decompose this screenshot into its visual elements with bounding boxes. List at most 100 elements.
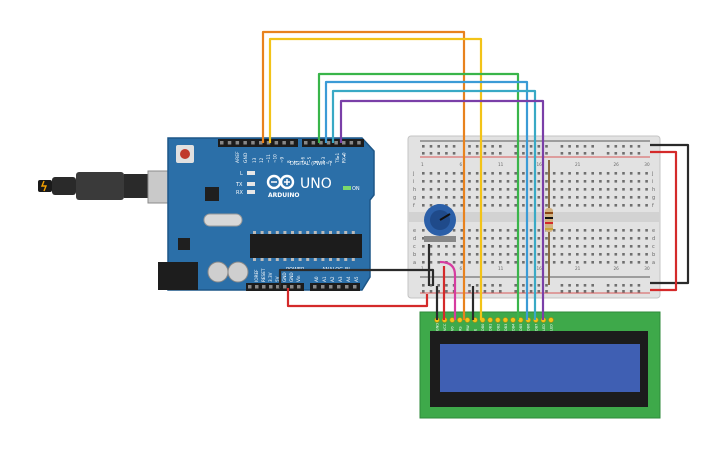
- header-pin-hole[interactable]: [290, 285, 294, 289]
- header-pin-hole[interactable]: [227, 141, 232, 145]
- rail-hole[interactable]: [629, 152, 633, 155]
- rail-hole[interactable]: [499, 290, 502, 293]
- breadboard-hole[interactable]: [606, 180, 610, 183]
- breadboard-hole[interactable]: [591, 188, 594, 191]
- breadboard-hole[interactable]: [637, 188, 641, 191]
- breadboard-hole[interactable]: [583, 245, 587, 248]
- breadboard-hole[interactable]: [552, 261, 556, 264]
- breadboard-hole[interactable]: [468, 253, 471, 256]
- breadboard-hole[interactable]: [568, 196, 571, 199]
- header-pin-hole[interactable]: [266, 141, 271, 145]
- rail-hole[interactable]: [422, 145, 425, 148]
- breadboard-hole[interactable]: [560, 196, 564, 199]
- breadboard-hole[interactable]: [583, 261, 587, 264]
- breadboard-hole[interactable]: [645, 188, 648, 191]
- breadboard-hole[interactable]: [576, 180, 579, 183]
- breadboard-hole[interactable]: [522, 180, 525, 183]
- breadboard-hole[interactable]: [552, 188, 556, 191]
- breadboard-hole[interactable]: [576, 204, 579, 207]
- breadboard-hole[interactable]: [475, 180, 479, 183]
- breadboard-hole[interactable]: [622, 229, 625, 232]
- breadboard-hole[interactable]: [452, 261, 456, 264]
- breadboard-hole[interactable]: [637, 245, 641, 248]
- breadboard-hole[interactable]: [506, 204, 510, 207]
- rail-hole[interactable]: [583, 145, 587, 148]
- breadboard-hole[interactable]: [645, 261, 648, 264]
- rail-hole[interactable]: [468, 284, 471, 287]
- breadboard-hole[interactable]: [475, 196, 479, 199]
- breadboard-hole[interactable]: [637, 229, 641, 232]
- rail-hole[interactable]: [545, 284, 548, 287]
- breadboard-hole[interactable]: [429, 188, 433, 191]
- breadboard-hole[interactable]: [445, 204, 448, 207]
- header-pin-hole[interactable]: [321, 285, 325, 289]
- rail-hole[interactable]: [437, 152, 440, 155]
- breadboard-hole[interactable]: [537, 196, 541, 199]
- breadboard-hole[interactable]: [583, 229, 587, 232]
- header-pin-hole[interactable]: [311, 141, 316, 145]
- breadboard-hole[interactable]: [491, 261, 494, 264]
- rail-hole[interactable]: [629, 284, 633, 287]
- rail-hole[interactable]: [622, 290, 625, 293]
- breadboard-hole[interactable]: [560, 204, 564, 207]
- rail-hole[interactable]: [568, 284, 571, 287]
- rail-hole[interactable]: [529, 290, 533, 293]
- rail-hole[interactable]: [429, 152, 433, 155]
- breadboard-hole[interactable]: [537, 204, 541, 207]
- breadboard-hole[interactable]: [645, 172, 648, 175]
- rail-hole[interactable]: [514, 290, 517, 293]
- breadboard-hole[interactable]: [614, 196, 618, 199]
- breadboard-hole[interactable]: [522, 188, 525, 191]
- lcd-pin[interactable]: [449, 317, 455, 323]
- breadboard-hole[interactable]: [637, 237, 641, 240]
- breadboard-hole[interactable]: [629, 253, 633, 256]
- breadboard-hole[interactable]: [537, 229, 541, 232]
- header-pin-hole[interactable]: [220, 141, 224, 145]
- breadboard-hole[interactable]: [475, 188, 479, 191]
- rail-hole[interactable]: [529, 152, 533, 155]
- breadboard-hole[interactable]: [552, 245, 556, 248]
- breadboard-hole[interactable]: [445, 196, 448, 199]
- potentiometer[interactable]: [424, 204, 456, 242]
- breadboard-hole[interactable]: [606, 196, 610, 199]
- rail-hole[interactable]: [537, 290, 541, 293]
- breadboard-hole[interactable]: [576, 196, 579, 199]
- breadboard-hole[interactable]: [629, 261, 633, 264]
- breadboard-hole[interactable]: [437, 253, 440, 256]
- header-pin-hole[interactable]: [345, 285, 349, 289]
- breadboard-hole[interactable]: [483, 261, 487, 264]
- breadboard-hole[interactable]: [583, 204, 587, 207]
- breadboard-hole[interactable]: [622, 245, 625, 248]
- breadboard-hole[interactable]: [522, 245, 525, 248]
- rail-hole[interactable]: [429, 290, 433, 293]
- header-pin-hole[interactable]: [283, 285, 287, 289]
- rail-hole[interactable]: [429, 145, 433, 148]
- breadboard-hole[interactable]: [460, 180, 464, 183]
- breadboard-hole[interactable]: [514, 237, 517, 240]
- rail-hole[interactable]: [429, 284, 433, 287]
- breadboard-hole[interactable]: [629, 204, 633, 207]
- breadboard-hole[interactable]: [576, 245, 579, 248]
- lcd-pin[interactable]: [548, 317, 554, 323]
- breadboard-hole[interactable]: [537, 261, 541, 264]
- breadboard-hole[interactable]: [514, 204, 517, 207]
- rail-hole[interactable]: [583, 290, 587, 293]
- breadboard-hole[interactable]: [483, 172, 487, 175]
- breadboard-hole[interactable]: [460, 172, 464, 175]
- rail-hole[interactable]: [514, 152, 517, 155]
- rail-hole[interactable]: [514, 284, 517, 287]
- breadboard-hole[interactable]: [637, 180, 641, 183]
- breadboard-hole[interactable]: [552, 180, 556, 183]
- breadboard-hole[interactable]: [437, 172, 440, 175]
- breadboard-hole[interactable]: [629, 172, 633, 175]
- rail-hole[interactable]: [622, 145, 625, 148]
- breadboard-hole[interactable]: [522, 229, 525, 232]
- breadboard-hole[interactable]: [568, 188, 571, 191]
- breadboard-hole[interactable]: [545, 237, 548, 240]
- breadboard-hole[interactable]: [645, 204, 648, 207]
- rail-hole[interactable]: [475, 145, 479, 148]
- breadboard-hole[interactable]: [491, 204, 494, 207]
- rail-hole[interactable]: [537, 152, 541, 155]
- rail-hole[interactable]: [545, 145, 548, 148]
